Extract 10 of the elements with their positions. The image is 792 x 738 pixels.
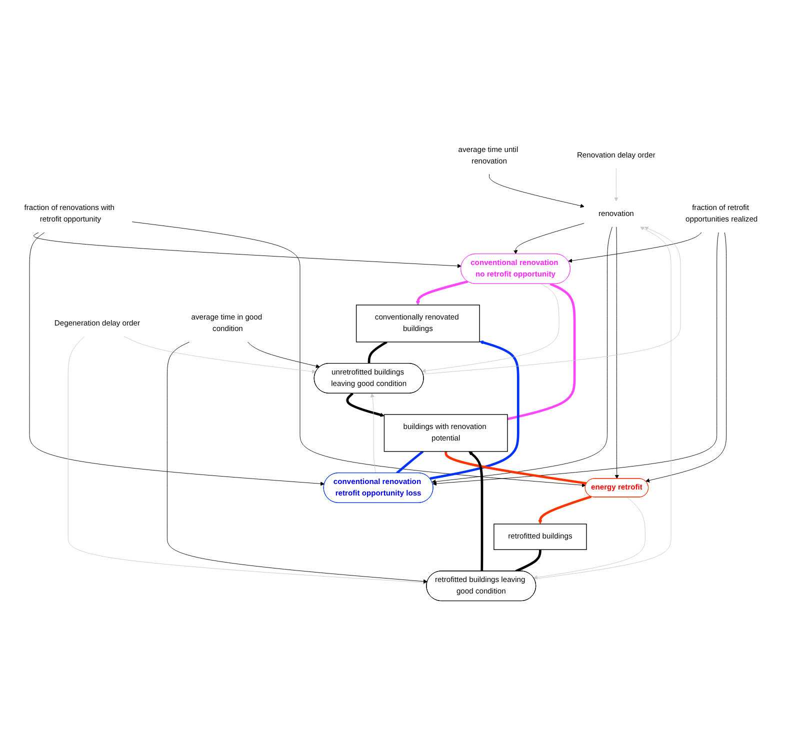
connector: [444, 451, 587, 485]
arrow: [430, 340, 520, 480]
connector: [368, 340, 388, 364]
connector: [507, 282, 576, 420]
arrow: [468, 451, 484, 572]
arrow: [538, 495, 592, 524]
connector: [515, 550, 542, 572]
connector: [396, 450, 424, 474]
arrow: [416, 280, 468, 306]
arrow: [346, 392, 384, 417]
